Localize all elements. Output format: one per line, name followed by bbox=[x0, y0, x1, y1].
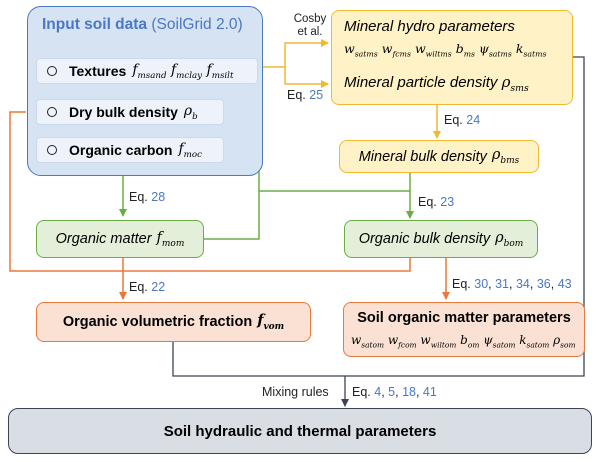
soil-hydraulic-thermal-box: Soil hydraulic and thermal parameters bbox=[8, 408, 592, 454]
mineral-bulk-density-symbol: ρbms bbox=[491, 147, 520, 166]
arrow-eq25 bbox=[284, 67, 329, 88]
input-title: Input soil data bbox=[42, 16, 148, 33]
mineral-hydro-params: wsatms wfcms wwiltms bms ψsatms ksatms bbox=[344, 41, 547, 59]
organic-bulk-density-symbol: ρbom bbox=[495, 229, 524, 249]
organic-carbon-symbol: fmoc bbox=[178, 140, 202, 160]
bullet-icon bbox=[47, 107, 57, 117]
organic-carbon-label: Organic carbon bbox=[69, 142, 173, 158]
textures-label: Textures bbox=[69, 63, 127, 79]
organic-volumetric-fraction-title: Organic volumetric fraction bbox=[62, 314, 253, 330]
eq4-label: Eq. 4, 5, 18, 41 bbox=[352, 385, 437, 399]
eq25-label: Eq. 25 bbox=[287, 88, 324, 102]
line-mineral-to-output bbox=[345, 56, 585, 377]
dry-bulk-density-symbol: ρb bbox=[183, 102, 198, 122]
mineral-hydro-box: Mineral hydro parameters wsatms wfcms ww… bbox=[331, 10, 573, 105]
mineral-bulk-density-title: Mineral bulk density bbox=[358, 148, 487, 165]
eq22-label: Eq. 22 bbox=[129, 280, 166, 294]
organic-matter-symbol: fmom bbox=[156, 229, 185, 249]
eq23-label: Eq. 23 bbox=[418, 195, 455, 209]
line-dry-bulk-orange bbox=[9, 111, 411, 272]
mineral-density-symbol: ρsms bbox=[501, 73, 529, 94]
organic-volumetric-fraction-box: Organic volumetric fraction fvom bbox=[36, 302, 311, 342]
organic-bulk-density-title: Organic bulk density bbox=[358, 231, 491, 247]
eq30-label: Eq. 30, 31, 34, 36, 43 bbox=[452, 277, 572, 291]
mixing-rules-label: Mixing rules bbox=[262, 385, 329, 399]
arrow-cosby bbox=[258, 39, 329, 68]
mineral-hydro-title: Mineral hydro parameters bbox=[344, 18, 515, 35]
organic-matter-box: Organic matter fmom bbox=[36, 220, 204, 258]
input-source: (SoilGrid 2.0) bbox=[151, 16, 243, 33]
dry-bulk-density-item: Dry bulk density ρb bbox=[36, 99, 224, 125]
mineral-bulk-density-box: Mineral bulk density ρbms bbox=[339, 140, 539, 173]
bullet-icon bbox=[47, 66, 57, 76]
som-parameters-title: Soil organic matter parameters bbox=[357, 310, 571, 326]
line-om-to-obd bbox=[204, 191, 260, 240]
bullet-icon bbox=[47, 145, 57, 155]
organic-bulk-density-box: Organic bulk density ρbom bbox=[344, 220, 538, 258]
line-vom-to-output bbox=[172, 342, 345, 377]
eq24-label: Eq. 24 bbox=[444, 113, 481, 127]
eq28-label: Eq. 28 bbox=[129, 190, 166, 204]
som-parameters-box: Soil organic matter parameters wsatom wf… bbox=[343, 302, 585, 357]
som-parameters-list: wsatom wfcom wwiltom bom ψsatom ksatom ρ… bbox=[351, 333, 576, 350]
input-soil-data-box: Input soil data (SoilGrid 2.0) Textures … bbox=[27, 6, 263, 176]
organic-carbon-item: Organic carbon fmoc bbox=[36, 137, 224, 163]
textures-item: Textures fmsand fmclay fmsilt bbox=[36, 58, 258, 84]
mineral-density-title: Mineral particle density bbox=[344, 74, 498, 91]
dry-bulk-density-label: Dry bulk density bbox=[69, 104, 178, 120]
cosby-label: Cosby et al. bbox=[293, 13, 327, 38]
soil-hydraulic-thermal-title: Soil hydraulic and thermal parameters bbox=[163, 422, 437, 440]
organic-volumetric-fraction-symbol: fvom bbox=[257, 312, 285, 332]
textures-symbol: fmsand fmclay fmsilt bbox=[132, 61, 234, 81]
organic-matter-title: Organic matter bbox=[55, 231, 152, 247]
